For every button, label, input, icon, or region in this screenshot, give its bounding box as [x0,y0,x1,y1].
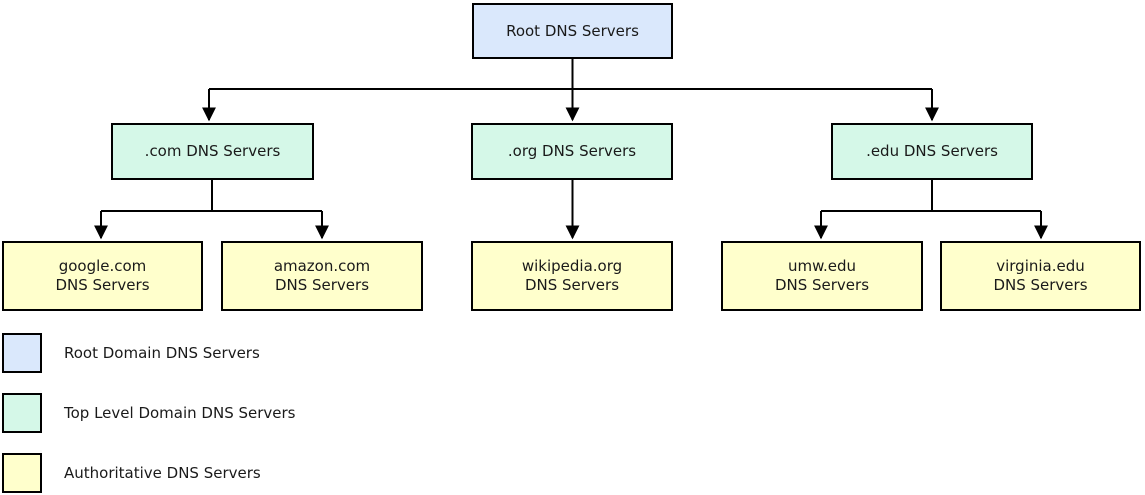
node-label-line2: DNS Servers [524,276,620,294]
node-label: .org DNS Servers [507,142,637,160]
legend-label: Authoritative DNS Servers [64,464,261,482]
legend-label: Root Domain DNS Servers [64,344,260,362]
node-label-line1: virginia.edu [996,257,1085,275]
legend-item-authoritative: Authoritative DNS Servers [2,453,261,493]
node-label-line1: umw.edu [787,257,857,275]
node-label-line2: DNS Servers [55,276,150,294]
node-label-line2: DNS Servers [774,276,870,294]
legend-item-top-level-domain: Top Level Domain DNS Servers [2,393,295,433]
legend-swatch-top-level-domain [2,393,42,433]
node-wikipedia-org-dns-servers[interactable]: wikipedia.org DNS Servers [471,241,673,311]
node-label: .edu DNS Servers [866,142,998,160]
legend-swatch-root-domain [2,333,42,373]
node-label: Root DNS Servers [506,21,639,40]
node-label-line2: DNS Servers [993,276,1088,294]
node-label-line2: DNS Servers [274,276,370,294]
node-google-com-dns-servers[interactable]: google.com DNS Servers [2,241,203,311]
node-org-dns-servers[interactable]: .org DNS Servers [471,123,673,180]
node-amazon-com-dns-servers[interactable]: amazon.com DNS Servers [221,241,423,311]
node-virginia-edu-dns-servers[interactable]: virginia.edu DNS Servers [940,241,1141,311]
node-label: .com DNS Servers [144,142,281,160]
node-label-line1: google.com [58,257,147,275]
node-com-dns-servers[interactable]: .com DNS Servers [111,123,314,180]
legend-swatch-authoritative [2,453,42,493]
node-edu-dns-servers[interactable]: .edu DNS Servers [831,123,1033,180]
legend-label: Top Level Domain DNS Servers [64,404,296,422]
node-label-line1: wikipedia.org [521,257,623,275]
legend-item-root-domain: Root Domain DNS Servers [2,333,260,373]
node-root-dns-servers[interactable]: Root DNS Servers [472,3,673,59]
node-label-line1: amazon.com [273,257,371,275]
node-umw-edu-dns-servers[interactable]: umw.edu DNS Servers [721,241,923,311]
